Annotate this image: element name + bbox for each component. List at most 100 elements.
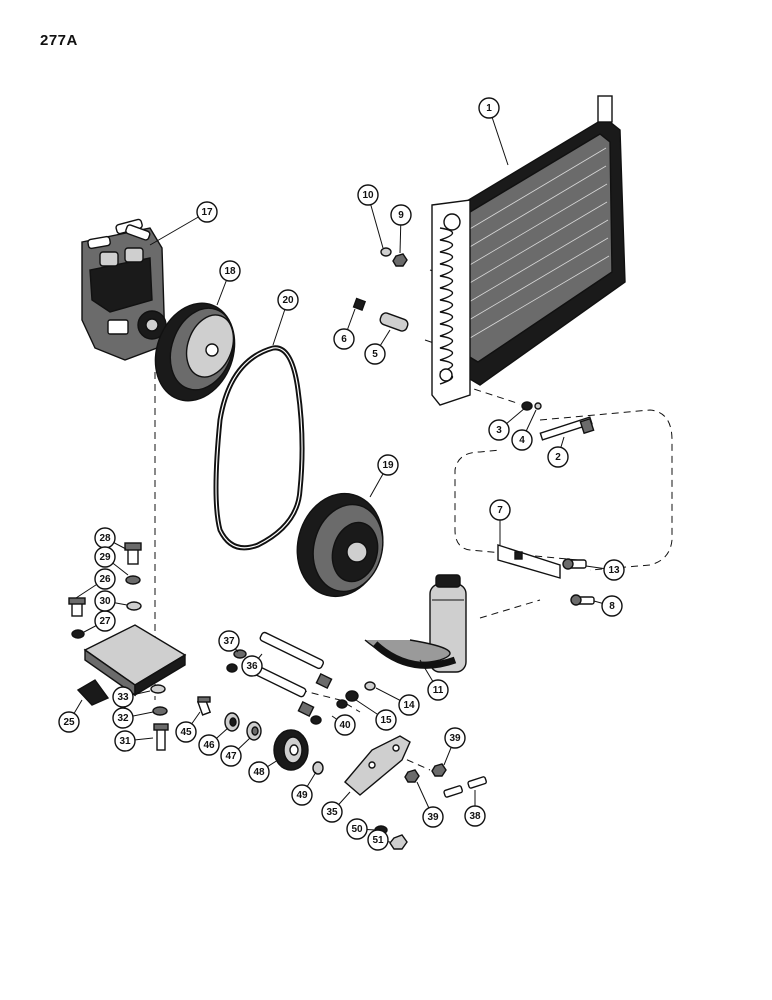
callout-number: 32: [117, 713, 129, 724]
callout-46: 46: [198, 734, 220, 756]
idler-stud-part-36: [249, 631, 333, 718]
callout-number: 13: [608, 565, 620, 576]
callout-number: 17: [201, 207, 213, 218]
bracket-part-25: [76, 679, 110, 706]
callout-19: 19: [377, 454, 399, 476]
nut-part-39b: [404, 769, 420, 783]
washer-part-47: [224, 712, 240, 732]
callout-47: 47: [220, 745, 242, 767]
idler-bracket-part-35: [344, 735, 411, 796]
callout-32: 32: [112, 707, 134, 729]
callout-35: 35: [321, 801, 343, 823]
drive-belt: [213, 345, 305, 551]
crankshaft-pulley: [296, 492, 384, 598]
callout-number: 33: [117, 692, 129, 703]
compressor-clutch-pulley: [154, 302, 236, 402]
washer-part-33: [150, 684, 166, 694]
callout-26: 26: [94, 568, 116, 590]
callout-6: 6: [333, 328, 355, 350]
callout-circle: [464, 805, 486, 827]
callout-number: 2: [555, 452, 561, 463]
receiver-bracket: [497, 544, 561, 579]
callout-circle: [601, 595, 623, 617]
callout-circle: [346, 818, 368, 840]
lockwasher-part-4: [534, 402, 542, 410]
nut-part-51: [389, 834, 408, 850]
callout-17: 17: [196, 201, 218, 223]
callout-circle: [196, 201, 218, 223]
callout-circle: [219, 260, 241, 282]
callout-number: 36: [246, 661, 258, 672]
bolt-part-28: [124, 542, 142, 565]
callout-36: 36: [241, 655, 263, 677]
callout-11: 11: [427, 679, 449, 701]
callout-number: 39: [449, 733, 461, 744]
callout-circle: [94, 546, 116, 568]
callout-circle: [248, 761, 270, 783]
callout-circle: [390, 204, 412, 226]
nut-part-40a: [336, 699, 348, 709]
callout-number: 30: [99, 596, 111, 607]
callout-number: 9: [398, 210, 404, 221]
callout-39: 39: [444, 727, 466, 749]
callout-8: 8: [601, 595, 623, 617]
spacer-part-5: [379, 312, 409, 332]
callout-number: 31: [119, 736, 131, 747]
callout-number: 27: [99, 616, 111, 627]
callout-number: 47: [225, 751, 237, 762]
callout-9: 9: [390, 204, 412, 226]
callout-circle: [478, 97, 500, 119]
callout-10: 10: [357, 184, 379, 206]
callout-20: 20: [277, 289, 299, 311]
callout-25: 25: [58, 711, 80, 733]
callout-circle: [58, 711, 80, 733]
callout-5: 5: [364, 343, 386, 365]
callout-13: 13: [603, 559, 625, 581]
bolt-part-13: [562, 558, 587, 570]
callout-circle: [218, 630, 240, 652]
nut-part-9: [392, 253, 408, 267]
callout-14: 14: [398, 694, 420, 716]
compressor: [81, 218, 167, 361]
callout-29: 29: [94, 546, 116, 568]
callout-2: 2: [547, 446, 569, 468]
callout-45: 45: [175, 721, 197, 743]
callout-circle: [334, 714, 356, 736]
washer-part-14: [364, 681, 376, 691]
bolt-part-45: [196, 696, 212, 716]
callout-number: 15: [380, 715, 392, 726]
callout-number: 51: [372, 835, 384, 846]
callout-number: 50: [351, 824, 363, 835]
callout-number: 3: [496, 425, 502, 436]
callout-circle: [220, 745, 242, 767]
callout-27: 27: [94, 610, 116, 632]
callout-number: 48: [253, 767, 265, 778]
washer-part-30: [126, 601, 142, 611]
callout-circle: [241, 655, 263, 677]
callout-circle: [357, 184, 379, 206]
callout-37: 37: [218, 630, 240, 652]
condenser: [431, 95, 626, 406]
callout-number: 37: [223, 636, 235, 647]
callout-49: 49: [291, 784, 313, 806]
callout-number: 40: [339, 720, 351, 731]
callout-28: 28: [94, 527, 116, 549]
callout-number: 39: [427, 812, 439, 823]
callout-circle: [489, 499, 511, 521]
nut-part-37: [233, 649, 247, 659]
callout-number: 11: [433, 685, 444, 696]
callout-circle: [375, 709, 397, 731]
callout-circle: [367, 829, 389, 851]
bolt-part-38: [443, 776, 487, 798]
washer-part-49: [312, 761, 324, 775]
callout-circle: [377, 454, 399, 476]
callout-labels: 1234567891011131415171819202526272829303…: [58, 97, 625, 851]
callout-circle: [422, 806, 444, 828]
callout-4: 4: [511, 429, 533, 451]
callout-circle: [488, 419, 510, 441]
callout-48: 48: [248, 761, 270, 783]
callout-number: 46: [203, 740, 215, 751]
callout-circle: [547, 446, 569, 468]
callout-number: 45: [180, 727, 192, 738]
callout-39: 39: [422, 806, 444, 828]
